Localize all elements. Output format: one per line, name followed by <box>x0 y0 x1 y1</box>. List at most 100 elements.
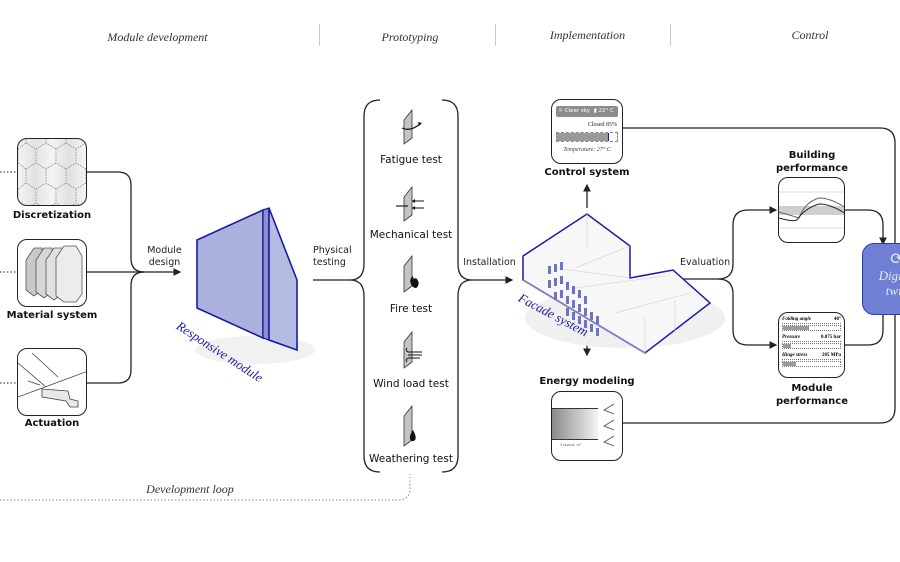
physical-testing-label: Physical testing <box>313 245 358 269</box>
evaluation-label: Evaluation <box>680 257 731 268</box>
metric-bar-fill <box>783 326 809 330</box>
energy-modeling-label: Energy modeling <box>539 376 635 387</box>
energy-modeling-box: 1 layout, m² <box>551 391 623 461</box>
energy-gradient-section <box>552 408 598 440</box>
indoor-temperature: Temperature: 27° C <box>563 147 611 153</box>
thermometer-icon: ▮ <box>593 108 597 114</box>
building-performance-line2: performance <box>775 163 849 174</box>
material-system-label: Material system <box>6 310 98 321</box>
closure-progress-fill <box>557 133 609 141</box>
weathering-test-icon <box>403 404 416 447</box>
ray-arrows-icon <box>603 403 615 447</box>
facade-modules <box>548 262 599 336</box>
merge-line-discretization <box>87 171 145 273</box>
building-performance-box <box>778 177 845 243</box>
fire-test-icon <box>403 254 419 293</box>
facade-system-graphic <box>522 213 725 354</box>
discretization-label: Discretization <box>12 210 92 221</box>
module-performance-label: Module performance <box>762 382 862 408</box>
phase-separator <box>319 24 320 46</box>
fatigue-test-icon <box>401 108 422 145</box>
metric-value: 0.075 bar <box>821 335 841 340</box>
module-to-twin-line <box>845 315 884 346</box>
energy-caption: 1 layout, m² <box>560 443 582 447</box>
module-right-panel <box>268 207 298 352</box>
mechanical-test-label: Mechanical test <box>369 229 453 241</box>
actuation-box <box>17 348 87 416</box>
metric-name: Hinge stress <box>782 353 808 358</box>
metric-bar <box>782 325 841 331</box>
closure-status: Closed 85% <box>587 122 617 128</box>
material-system-box <box>17 239 87 307</box>
module-design-line1: Module <box>147 245 182 256</box>
module-left-panel <box>196 208 264 340</box>
digital-twin-box[interactable]: ⟳ Digital twin <box>862 243 900 315</box>
phase-module-development: Module development <box>107 30 208 44</box>
discretization-box <box>17 138 87 206</box>
actuation-label: Actuation <box>24 418 80 429</box>
weather-bar: ☼ Clear sky ▮ 22° C <box>556 106 618 117</box>
development-loop-label: Development loop <box>146 482 234 496</box>
metric-row: Pressure 0.075 bar <box>782 334 841 349</box>
to-module-performance-arrow <box>717 278 778 349</box>
fatigue-test-label: Fatigue test <box>380 154 442 166</box>
wind-load-test-icon <box>403 330 422 369</box>
metric-row: Hinge stress 205 MPa <box>782 352 841 367</box>
performance-curve-graph <box>779 191 844 229</box>
fire-test-label: Fire test <box>389 303 433 315</box>
development-loop-line <box>0 474 411 501</box>
module-hinge <box>262 207 270 341</box>
metric-row: Folding angle 40° <box>782 316 841 331</box>
metric-bar <box>782 343 841 349</box>
wind-load-test-label: Wind load test <box>373 378 449 390</box>
module-design-line2: design <box>148 257 181 268</box>
phase-control: Control <box>791 28 829 42</box>
sync-gear-icon: ⟳ <box>890 249 900 268</box>
closure-progress <box>556 132 618 142</box>
installation-label: Installation <box>463 257 516 268</box>
metric-name: Folding angle <box>782 317 812 322</box>
mechanical-test-icon <box>396 185 424 222</box>
merge-line-actuation <box>87 271 145 384</box>
layered-panels-icon <box>25 245 83 303</box>
metric-bar-fill <box>783 344 791 348</box>
outside-temperature: 22° C <box>598 108 614 114</box>
phase-separator <box>495 24 496 46</box>
flame-icon <box>410 276 419 288</box>
wind-icon <box>405 347 422 363</box>
module-performance-line1: Module <box>791 383 833 394</box>
sun-icon: ☼ <box>558 108 563 114</box>
control-system-label: Control system <box>544 167 630 178</box>
module-design-label: Module design <box>142 245 187 269</box>
metric-bar <box>782 361 841 367</box>
physical-testing-line2: testing <box>313 257 346 268</box>
metric-value: 205 MPa <box>821 353 841 358</box>
digital-twin-line1: Digital <box>878 268 900 283</box>
hexagon-grid-icon <box>18 139 86 205</box>
phase-prototyping: Prototyping <box>381 30 439 44</box>
building-to-twin-line <box>845 209 887 246</box>
weathering-test-label: Weathering test <box>369 453 453 465</box>
hinge-actuator-icon <box>18 352 86 408</box>
to-building-performance-arrow <box>675 206 778 280</box>
metric-name: Pressure <box>782 335 801 340</box>
building-performance-label: Building performance <box>762 149 862 175</box>
physical-testing-line1: Physical <box>313 245 352 256</box>
control-twin-loop <box>623 127 896 244</box>
responsive-module-graphic <box>195 207 315 364</box>
testing-bracket-left <box>349 99 381 473</box>
building-performance-line1: Building <box>788 150 836 161</box>
metric-value: 40° <box>834 317 841 322</box>
control-system-box: ☼ Clear sky ▮ 22° C Closed 85% Temperatu… <box>551 99 623 164</box>
weather-condition: Clear sky <box>564 108 590 114</box>
energy-twin-loop <box>622 315 896 424</box>
digital-twin-line2: twin <box>885 283 900 298</box>
water-drop-icon <box>409 430 416 442</box>
metric-bar-fill <box>783 362 796 366</box>
module-performance-line2: performance <box>775 396 849 407</box>
phase-separator <box>670 24 671 46</box>
phase-implementation: Implementation <box>549 28 626 42</box>
